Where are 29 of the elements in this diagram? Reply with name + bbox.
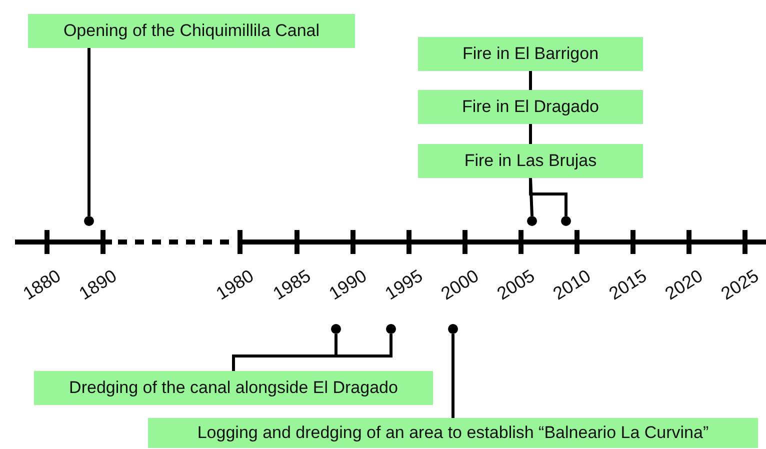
event-box: Opening of the Chiquimillila Canal (28, 14, 355, 48)
year-label: 1995 (381, 266, 427, 305)
event-box: Fire in El Dragado (418, 90, 643, 124)
connector-line (452, 334, 454, 418)
timeline-dot (331, 324, 341, 334)
event-box: Dredging of the canal alongside El Dragado (34, 371, 433, 405)
connector-line (529, 71, 532, 90)
year-label: 2020 (661, 266, 707, 305)
year-label: 2010 (549, 266, 595, 305)
connector-line (529, 124, 532, 144)
year-label: 2025 (717, 266, 763, 305)
connector-line (529, 178, 568, 216)
event-box: Logging and dredging of an area to establish “Balneario La Curvina” (148, 418, 758, 448)
year-label: 2005 (493, 266, 539, 305)
connector-line (88, 48, 90, 216)
year-label: 1890 (75, 266, 121, 305)
timeline-dot (448, 324, 458, 334)
year-label: 1985 (269, 266, 315, 305)
year-label: 1990 (325, 266, 371, 305)
timeline-dot (527, 216, 537, 226)
year-label: 2015 (605, 266, 651, 305)
timeline-dot (386, 324, 396, 334)
event-box: Fire in Las Brujas (418, 144, 643, 178)
timeline-dot (84, 216, 94, 226)
year-label: 1980 (212, 266, 258, 305)
timeline-dot (561, 216, 571, 226)
year-label: 2000 (437, 266, 483, 305)
event-box: Fire in El Barrigon (418, 37, 643, 71)
year-label: 1880 (19, 266, 65, 305)
